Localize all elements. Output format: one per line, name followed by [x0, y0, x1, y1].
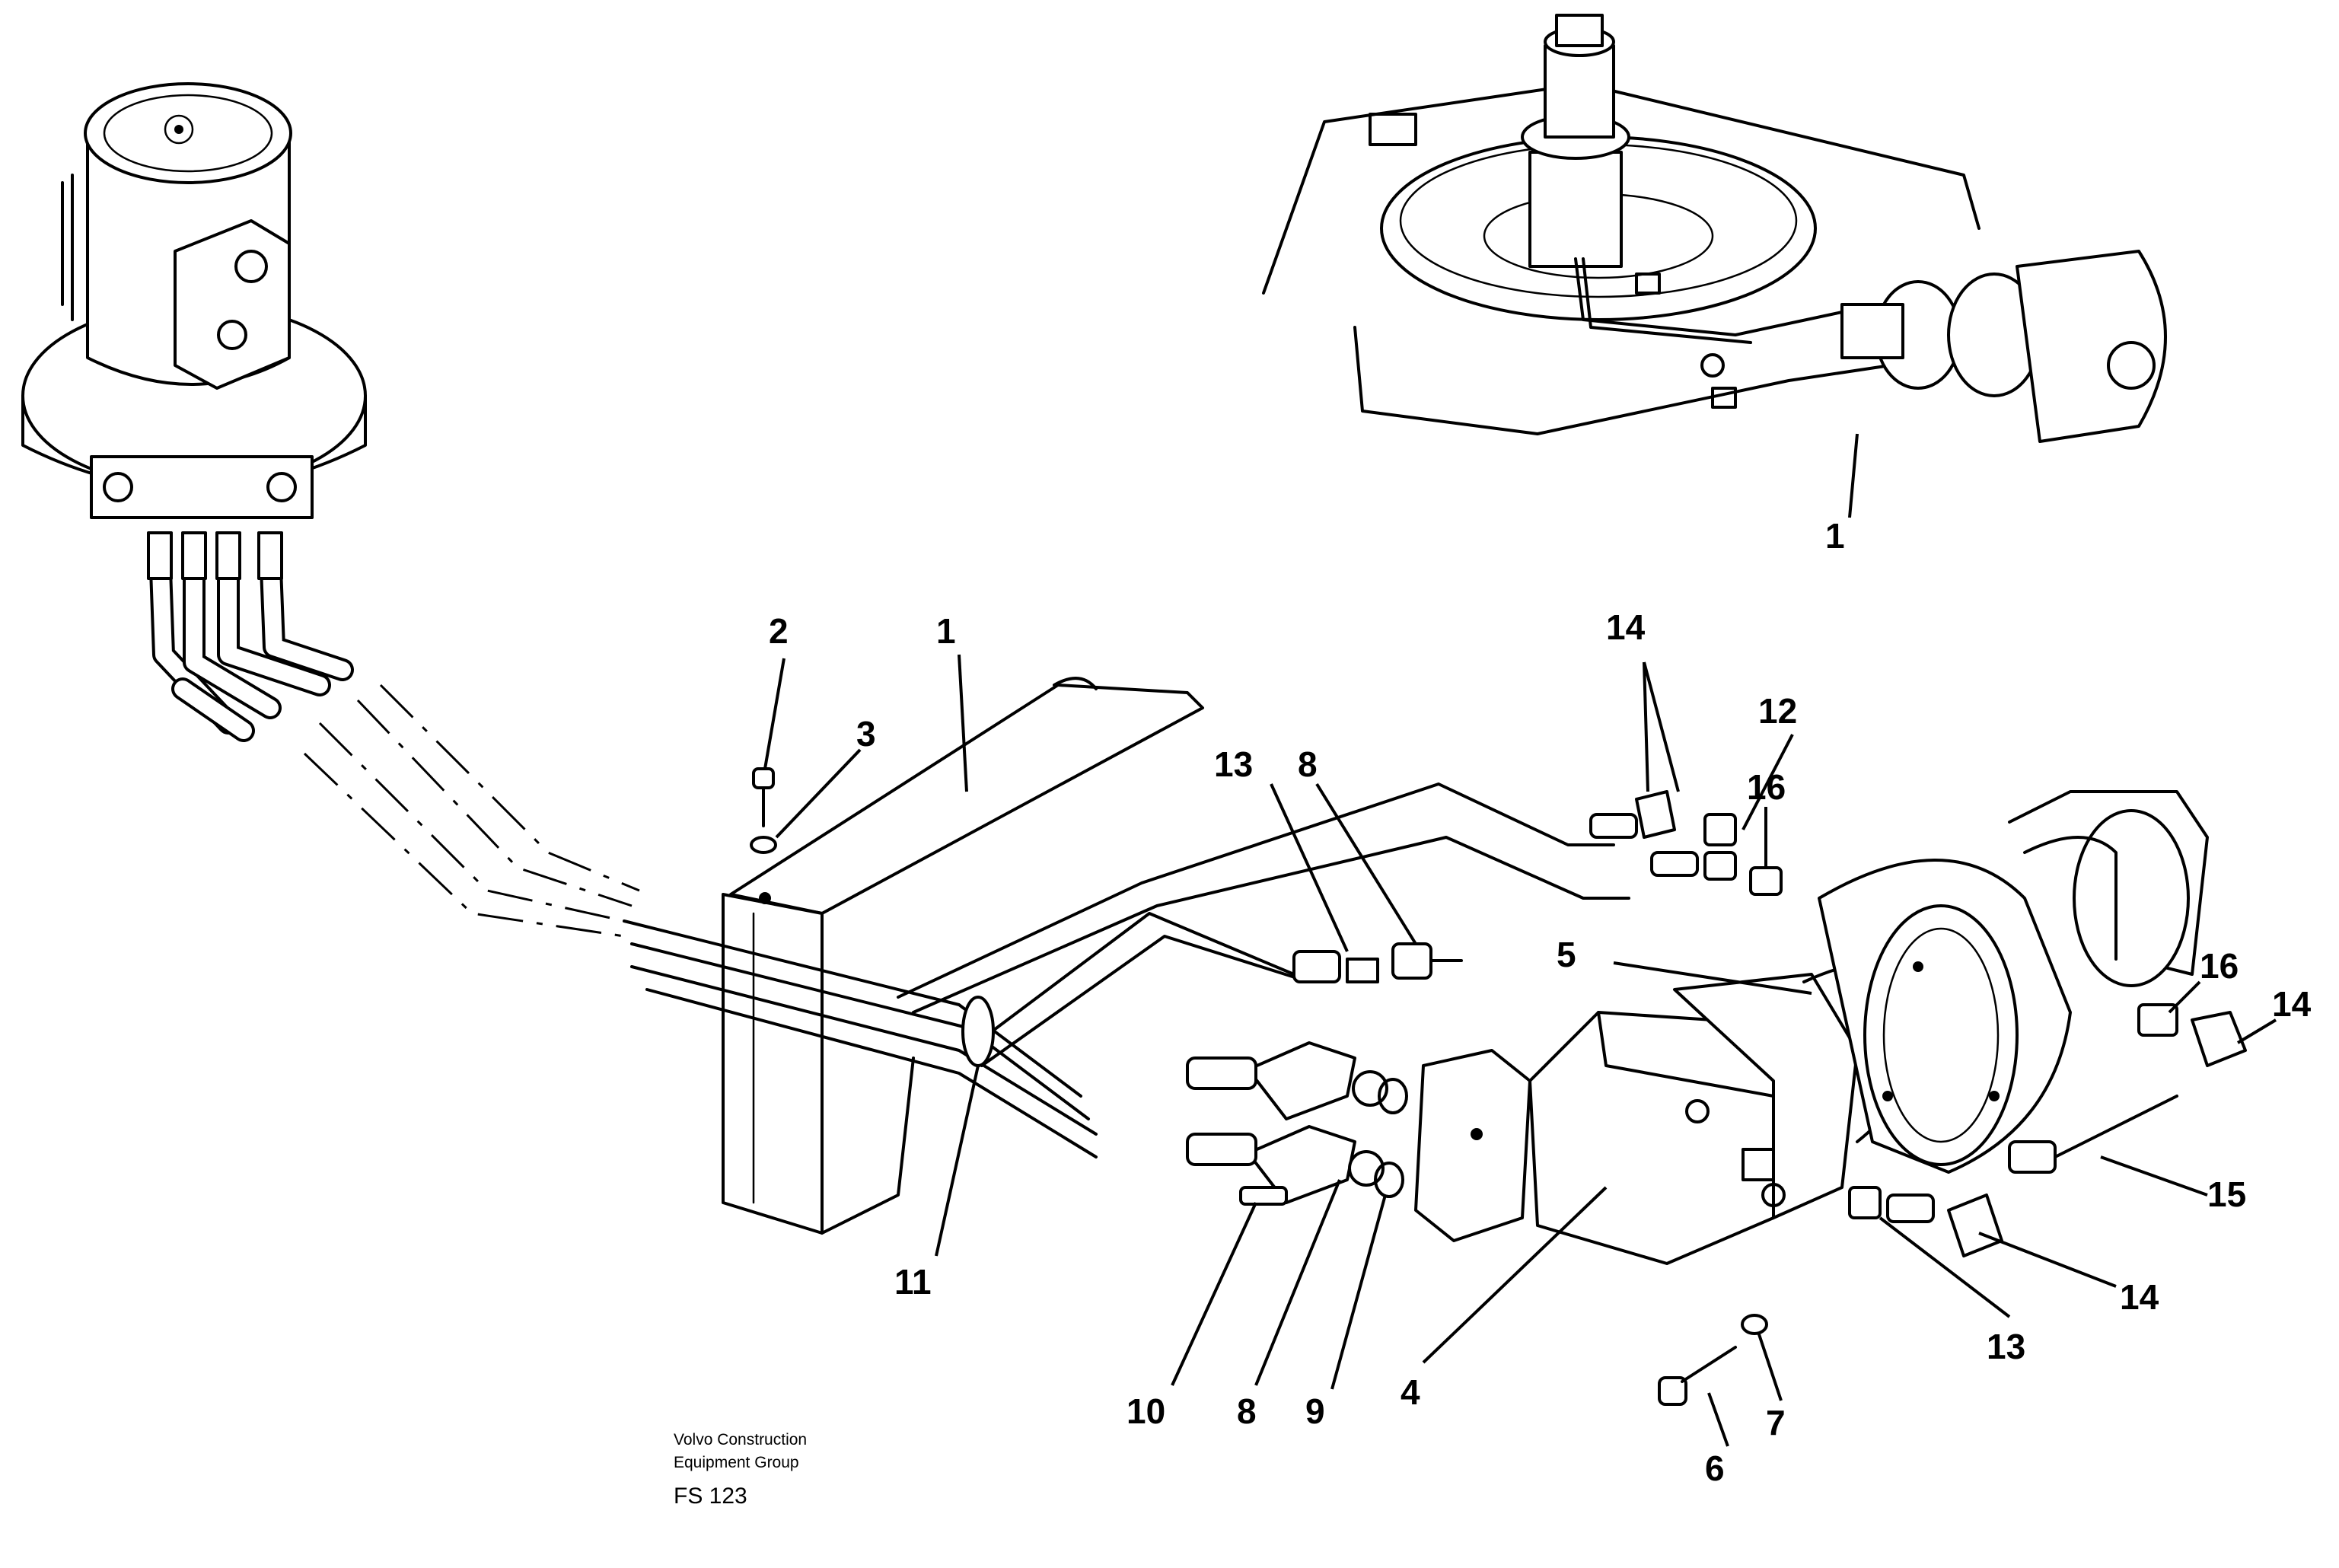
travel-motor — [1414, 973, 1859, 1265]
callout-13-upper: 13 — [1214, 744, 1253, 784]
footer-company-line2: Equipment Group — [674, 1454, 799, 1471]
callout-16-upper: 16 — [1747, 767, 1786, 807]
callout-labels: 1 1 2 3 4 5 6 7 8 8 9 10 11 12 13 13 14 … — [769, 516, 2312, 1488]
hose-bundle — [623, 782, 1630, 1158]
callout-13-lower: 13 — [1987, 1327, 2025, 1366]
callout-2: 2 — [769, 611, 789, 651]
leader-lines — [763, 433, 2277, 1447]
callout-8-upper: 8 — [1298, 744, 1318, 784]
callout-14-right: 14 — [2272, 984, 2312, 1024]
callout-16-right: 16 — [2200, 946, 2239, 986]
swing-motor-illustration — [21, 82, 367, 742]
hose-routing-lines — [303, 684, 640, 938]
callout-8-lower: 8 — [1237, 1391, 1257, 1431]
undercarriage-overview-illustration — [1262, 14, 2167, 443]
upper-fittings — [1292, 942, 1463, 983]
flange-fittings — [1186, 1041, 1408, 1206]
footer-company-line1: Volvo Construction — [674, 1431, 807, 1448]
callout-4: 4 — [1401, 1372, 1420, 1412]
callout-6: 6 — [1705, 1448, 1725, 1488]
bolt-and-washer — [750, 767, 777, 854]
footer: Volvo Construction Equipment Group FS 12… — [674, 1431, 807, 1509]
right-fittings — [1589, 790, 2247, 1406]
callout-10: 10 — [1126, 1391, 1165, 1431]
callout-12: 12 — [1758, 691, 1797, 731]
frame-bracket — [722, 677, 1204, 1235]
callout-3: 3 — [856, 714, 876, 754]
callout-1-bracket: 1 — [936, 611, 956, 651]
callout-14-top: 14 — [1606, 607, 1646, 647]
callout-7: 7 — [1766, 1403, 1786, 1442]
figure-code: FS 123 — [674, 1484, 747, 1509]
callout-1-top: 1 — [1825, 516, 1845, 556]
callout-5: 5 — [1557, 935, 1576, 974]
callout-14-lower: 14 — [2120, 1277, 2159, 1317]
callout-9: 9 — [1305, 1391, 1325, 1431]
callout-11: 11 — [894, 1262, 932, 1302]
callout-15: 15 — [2207, 1174, 2246, 1214]
gearbox-housing — [1818, 790, 2209, 1174]
